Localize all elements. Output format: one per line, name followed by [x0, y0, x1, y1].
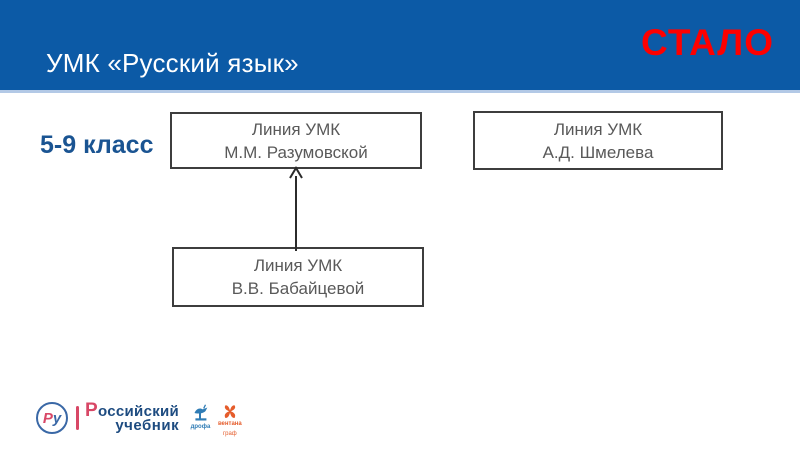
brand-logo-rossiysky-uchebnik: Р у Российский учебник	[36, 400, 179, 436]
ventana-label-line2: граф	[223, 430, 237, 437]
ventana-label: вентана граф	[210, 421, 250, 441]
brand-name-line1: Российский	[85, 401, 180, 420]
brand-monogram-icon: Р у	[36, 402, 68, 434]
grade-label: 5-9 класс	[40, 131, 154, 159]
brand-name-initial: Р	[85, 399, 98, 421]
box-shmeleva-line2: А.Д. Шмелева	[542, 142, 654, 162]
box-razumovskaya-line1: Линия УМК	[251, 119, 341, 139]
slide-title: УМК «Русский язык»	[46, 48, 299, 78]
box-babaytseva-line1: Линия УМК	[253, 256, 343, 275]
ventana-label-line1: вентана	[218, 420, 242, 427]
box-razumovskaya-line2: М.М. Разумовской	[224, 142, 368, 162]
up-arrow-connector	[289, 166, 303, 251]
ventana-butterfly-icon	[224, 405, 236, 418]
box-razumovskaya: Линия УМК М.М. Разумовской	[170, 112, 422, 169]
status-label: СТАЛО	[641, 22, 774, 63]
monogram-letter-p: Р	[42, 409, 53, 427]
publisher-drofa-logo: дрофа	[186, 402, 214, 434]
header-band: УМК «Русский язык» СТАЛО	[0, 0, 800, 93]
brand-name-line2: учебник	[115, 416, 180, 434]
monogram-letter-u: у	[52, 409, 62, 427]
brand-wordmark: Российский учебник	[85, 401, 180, 434]
brand-name-rest: оссийский	[97, 402, 180, 420]
drofa-label: дрофа	[190, 423, 210, 430]
box-shmeleva-line1: Линия УМК	[553, 119, 643, 139]
box-shmeleva: Линия УМК А.Д. Шмелева	[473, 111, 723, 170]
brand-divider	[76, 406, 79, 430]
drofa-bird-icon	[194, 404, 208, 421]
box-babaytseva-line2: В.В. Бабайцевой	[231, 279, 365, 298]
box-babaytseva: Линия УМК В.В. Бабайцевой	[172, 247, 424, 307]
publisher-ventana-graf-logo: вентана граф	[216, 403, 244, 441]
